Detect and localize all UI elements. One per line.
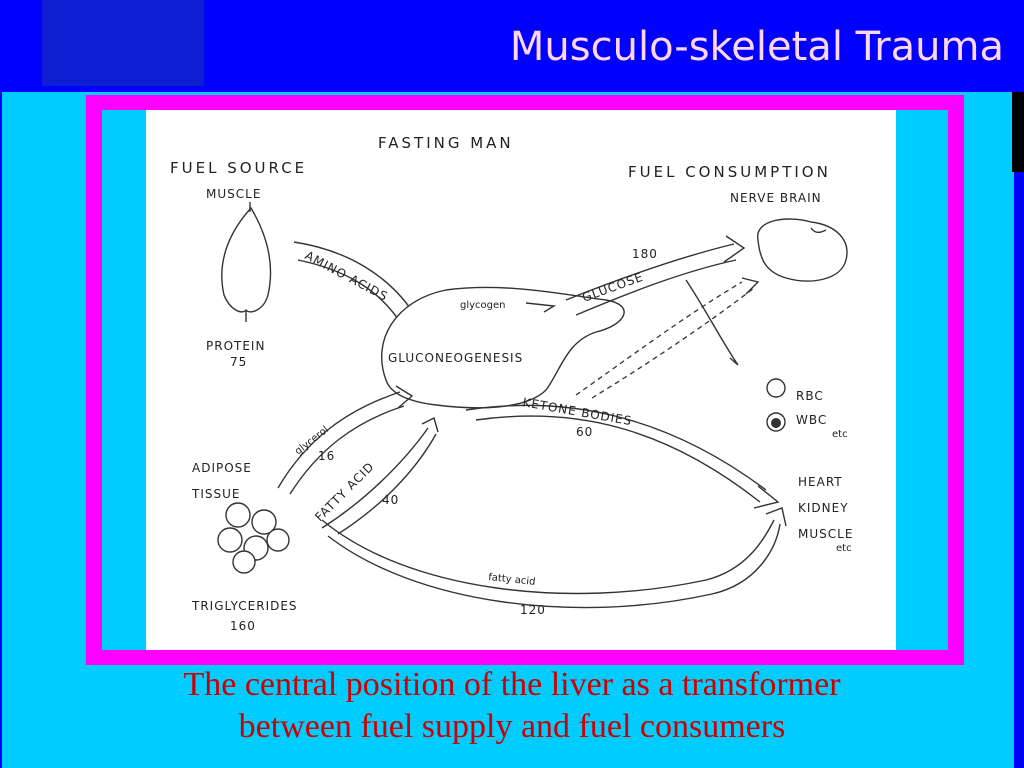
triglycerides-label: TRIGLYCERIDES: [191, 599, 298, 613]
ketone-dashed-arrowhead: [741, 277, 760, 295]
caption-line-1: The central position of the liver as a t…: [183, 666, 841, 703]
ketone-bodies-arrow: [465, 404, 767, 503]
glucose-arrowhead: [723, 235, 746, 263]
rbc-label: RBC: [796, 389, 824, 403]
protein-label: PROTEIN: [206, 339, 265, 353]
fuel-source-heading: FUEL SOURCE: [170, 159, 307, 177]
glycerol-arrowhead: [395, 385, 414, 409]
muscle-label: MUSCLE: [206, 187, 261, 201]
protein-value: 75: [230, 355, 247, 369]
fatty-acid-caps-label: FATTY ACID: [312, 459, 377, 524]
heart-label: HEART: [798, 475, 843, 489]
right-edge-bar-lower: [1014, 172, 1024, 768]
slide-title: Musculo-skeletal Trauma: [509, 24, 1004, 70]
diagram-svg: FASTING MAN FUEL SOURCE FUEL CONSUMPTION…: [170, 134, 853, 633]
wbc-nucleus: [771, 418, 781, 428]
glycerol-arrow: [277, 391, 405, 495]
ketone-value: 60: [576, 425, 593, 439]
fatty-acid-lower-arrowhead: [765, 507, 787, 527]
liver-shape: [381, 286, 625, 409]
fatty-acid-lower-label: fatty acid: [488, 572, 536, 588]
wbc-etc: etc: [832, 429, 848, 440]
diagram-heading: FASTING MAN: [378, 134, 514, 152]
glycerol-value: 16: [318, 449, 335, 463]
fatty-acid-lower-value: 120: [520, 603, 546, 617]
kidney-label: KIDNEY: [798, 501, 849, 515]
glucose-to-rbc-arrow: [685, 279, 739, 366]
slide-header: Musculo-skeletal Trauma: [0, 0, 1024, 92]
fuel-consumption-heading: FUEL CONSUMPTION: [628, 163, 831, 181]
tissue-label: TISSUE: [191, 487, 240, 501]
fatty-acid-value: 40: [382, 493, 399, 507]
wbc-label: WBC: [796, 413, 827, 427]
ketone-dashed-arrow: [575, 281, 755, 399]
brain-fold: [810, 227, 827, 234]
muscle-tendons: [245, 202, 251, 322]
ketone-bodies-label: KETONE BODIES: [521, 395, 633, 428]
glucose-value: 180: [632, 247, 658, 261]
fasting-man-diagram: FASTING MAN FUEL SOURCE FUEL CONSUMPTION…: [146, 110, 896, 650]
triglycerides-value: 160: [230, 619, 256, 633]
nerve-brain-label: NERVE BRAIN: [730, 191, 822, 205]
right-edge-bar: [1012, 92, 1024, 172]
glycogen-label: glycogen: [460, 300, 506, 311]
rbc-icon: [766, 378, 786, 398]
gluconeogenesis-label: GLUCONEOGENESIS: [388, 351, 523, 365]
muscle-shape: [221, 206, 272, 313]
glycogen-arrow: [525, 302, 557, 313]
ketone-bodies-arrowhead: [753, 485, 780, 509]
muscle-etc: etc: [836, 543, 852, 554]
slide-caption: The central position of the liver as a t…: [0, 664, 1024, 748]
adipose-label: ADIPOSE: [192, 461, 252, 475]
brain-shape: [757, 218, 848, 282]
glucose-arrow: [565, 243, 737, 316]
adipose-cells: [217, 502, 290, 574]
fatty-acid-arrowhead: [421, 416, 439, 433]
header-accent-block: [42, 0, 204, 86]
amino-acids-arrow: [293, 241, 419, 329]
caption-line-2: between fuel supply and fuel consumers: [238, 708, 786, 745]
fatty-acid-arrow: [321, 427, 437, 535]
fatty-acid-lower-arrow: [321, 519, 781, 609]
muscle-consumer-label: MUSCLE: [798, 527, 853, 541]
